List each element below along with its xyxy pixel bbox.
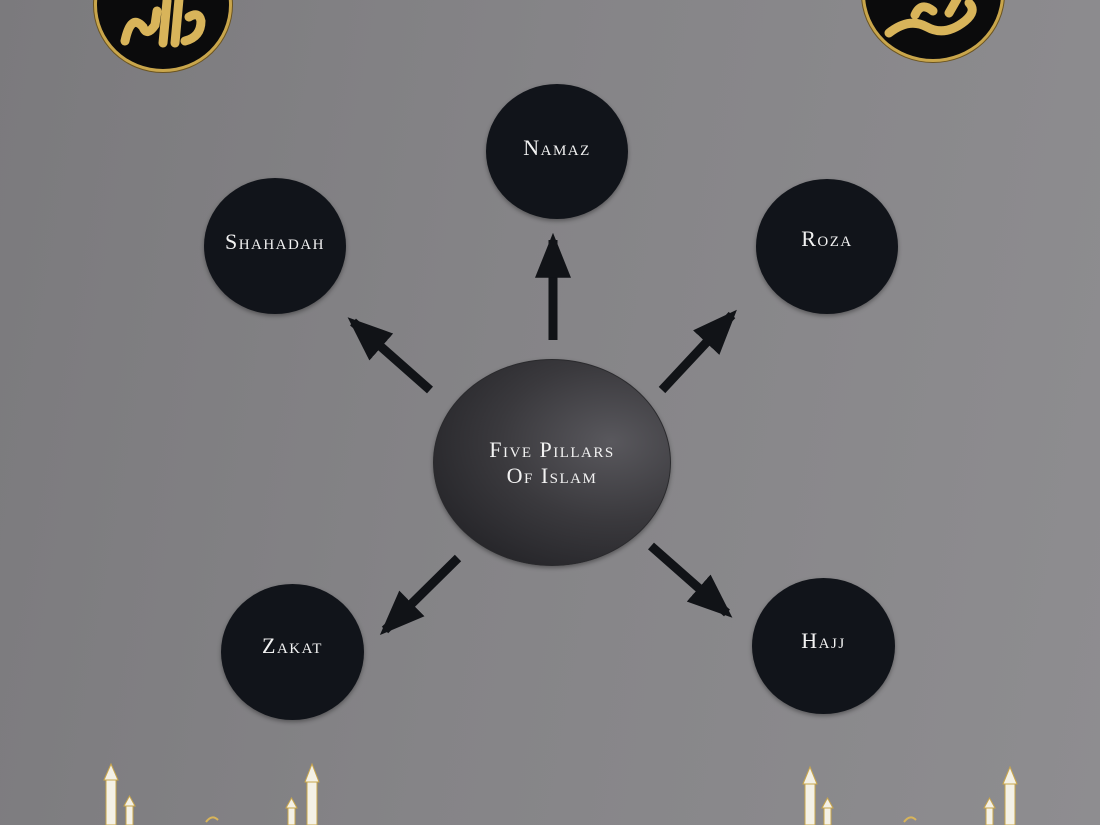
center-title-line2: Of Islam (506, 462, 598, 488)
arrow-to-hajj (648, 542, 733, 618)
pillar-label: Roza (801, 225, 853, 251)
arrow-to-shahadah (347, 317, 433, 394)
arrow-to-roza (658, 309, 737, 394)
pillar-node-hajj: Hajj (752, 578, 895, 714)
muhammad-calligraphy-icon (862, 0, 1004, 62)
pillar-label: Hajj (801, 628, 846, 653)
arrow-to-zakat (379, 554, 462, 636)
pillar-label: Zakat (262, 633, 323, 658)
pillar-node-roza: Roza (756, 179, 898, 314)
pillar-node-zakat: Zakat (221, 584, 364, 720)
pillar-node-namaz: Namaz (486, 84, 628, 219)
pillar-node-shahadah: Shahadah (204, 178, 346, 314)
center-node: Five Pillars Of Islam (433, 359, 671, 566)
allah-calligraphy-icon (94, 0, 232, 72)
center-title-line1: Five Pillars (489, 436, 615, 462)
pillar-label: Shahadah (224, 229, 326, 254)
pillar-label: Namaz (523, 134, 591, 160)
